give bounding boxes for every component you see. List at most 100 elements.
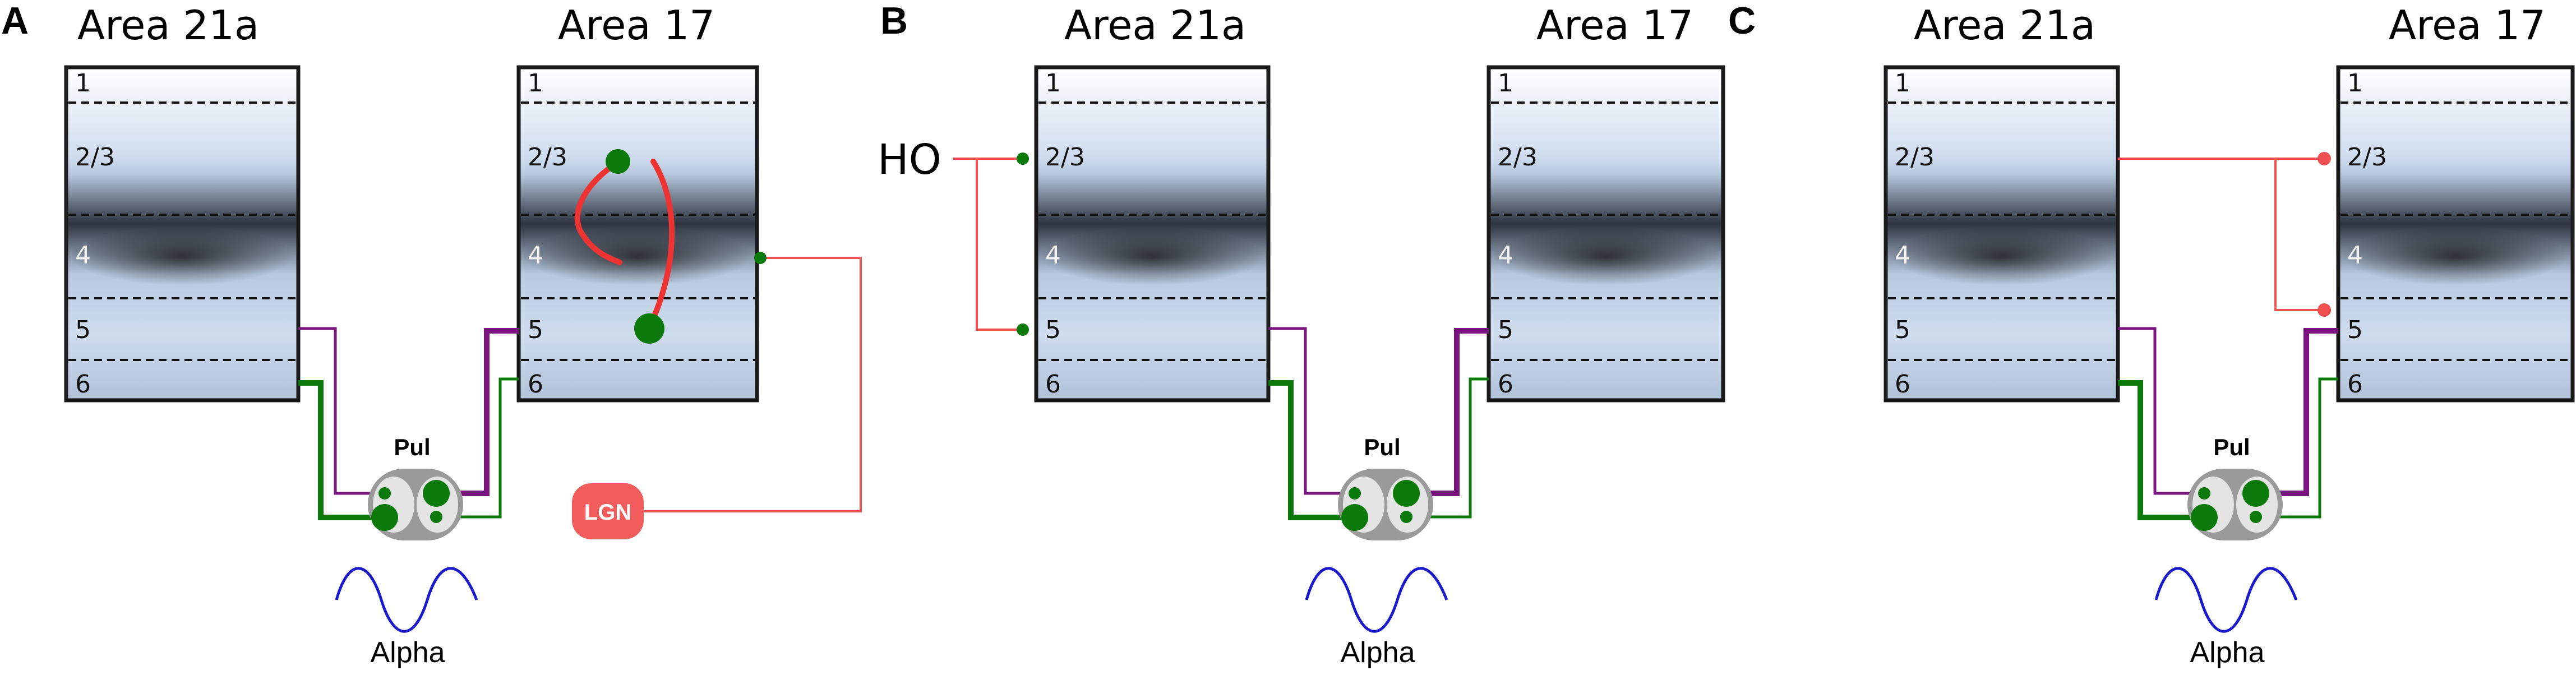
- panel-c-area-21a-layer-label: 5: [1895, 316, 1910, 344]
- panel-c-area-21a-layer-label: 6: [1895, 370, 1910, 399]
- panel-c-pulvinar: Pul: [2187, 434, 2283, 540]
- cortex-blocks: 12/345612/345612/345612/345612/345612/34…: [64, 65, 2575, 403]
- panel-c-area-17-cortex: 1 2/3 4 5 6: [2336, 65, 2575, 403]
- panel-c-pul-node-small-right: [2250, 511, 2262, 523]
- panel-b-area-17-layer4-band: [1493, 227, 1719, 285]
- panel-c-area-21a-layer4-band: [1890, 227, 2113, 285]
- panel-b-pul-label: Pul: [1364, 434, 1400, 460]
- panel-b-area-17-layer-label: 4: [1498, 241, 1513, 270]
- panel-b-ho-label: HO: [878, 136, 941, 184]
- panel-a-area-17-layer4-band: [523, 227, 753, 285]
- panel-b-area-17-cortex: 1 2/3 4 5 6: [1486, 65, 1725, 403]
- panel-c-pul-label: Pul: [2213, 434, 2250, 460]
- panel-b-pul-node-small-right: [1400, 511, 1412, 523]
- panel-a-area-17-title: Area 17: [558, 2, 715, 49]
- panel-c-area-17-layer-label: 4: [2347, 241, 2363, 270]
- panel-c-alpha-wave-icon: [2154, 567, 2298, 633]
- panel-b-l5-terminal: [1017, 323, 1029, 336]
- panel-c-21a-l23-to-17-l5-red: [2274, 159, 2323, 311]
- panel-a-lgn-node: [572, 483, 644, 539]
- panel-c-circuit: Pul Alpha: [2118, 152, 2338, 669]
- panel-b-pul-node-big-left: [1341, 504, 1368, 531]
- panel-a-pul-label: Pul: [394, 434, 430, 460]
- panel-a-area-17-layer-label: 1: [528, 69, 543, 98]
- panel-b-pulvinar: Pul: [1338, 434, 1433, 540]
- panel-b-pul-node-small-left: [1349, 487, 1361, 500]
- panel-a-area-17-layer-label: 5: [528, 316, 543, 344]
- panel-c-17-l6-to-pul-green: [2256, 377, 2338, 519]
- panel-a-17-l6-to-pul-green: [436, 377, 519, 519]
- panel-a-pul-node-big-right: [423, 480, 450, 507]
- panel-c-pul-node-small-left: [2198, 487, 2210, 500]
- panel-letter-c: C: [1728, 0, 1756, 42]
- panel-a-pulvinar: Pul: [368, 434, 463, 540]
- panel-b-area-21a-layer-label: 6: [1045, 370, 1061, 399]
- panel-a-area-17-layer-label: 4: [528, 241, 543, 270]
- panel-a-circuit: Pul Alpha LGN: [298, 149, 862, 669]
- panel-a-21a-l5-to-pul-purple: [298, 327, 385, 495]
- panel-a-l23-l5-curve-red: [648, 159, 675, 328]
- panel-a-area-17-border: [516, 65, 759, 403]
- panel-b-ho-to-l5-red: [976, 159, 1022, 331]
- panel-b-area-17-layer-label: 5: [1498, 316, 1513, 344]
- panel-c-pul-node-big-right: [2242, 480, 2269, 507]
- panel-a-area-21a-layer4-band: [71, 227, 294, 285]
- panel-letter-b: B: [880, 0, 908, 42]
- panel-c-17-l23-terminal: [2318, 152, 2331, 165]
- panel-a-l4-terminal: [754, 252, 767, 264]
- panel-c-area-17-layer-label: 6: [2347, 370, 2363, 399]
- panel-c-area-17-border: [2336, 65, 2575, 403]
- panel-b-circuit: HO Pul Alpha: [878, 136, 1489, 669]
- panel-b-21a-l5-to-pul-purple: [1268, 327, 1355, 495]
- panel-c-17-l5-terminal: [2318, 303, 2331, 317]
- panel-a-pul-to-17-l5-purple: [436, 328, 519, 496]
- panel-b-area-17-layer-label: 2/3: [1498, 143, 1538, 172]
- panel-a-lgn-to-17-l4-red: [644, 257, 862, 512]
- panel-c-alpha-label: Alpha: [2190, 636, 2265, 669]
- panel-c-area-17-layer-label: 5: [2347, 316, 2363, 344]
- panel-a-area-17-layer-label: 2/3: [528, 143, 567, 172]
- panel-a-area-21a-title: Area 21a: [77, 2, 259, 49]
- panel-b-area-21a-border: [1034, 65, 1271, 403]
- panel-a-alpha-label: Alpha: [371, 636, 445, 669]
- panel-b-area-17-layer-label: 6: [1498, 370, 1513, 399]
- panel-a-area-17-layer-label: 6: [528, 370, 543, 399]
- panel-c-area-21a-layer-label: 4: [1895, 241, 1910, 270]
- panel-c-21a-l5-to-pul-purple: [2118, 327, 2204, 495]
- panel-b-area-21a-layer-label: 4: [1045, 241, 1061, 270]
- panel-a-area-21a-border: [64, 65, 301, 403]
- panel-a-alpha-wave-icon: [335, 567, 478, 633]
- panel-a-21a-l6-to-pul-green: [298, 380, 385, 520]
- panel-c-area-21a-border: [1883, 65, 2120, 403]
- panel-c-area-17-layer-label: 2/3: [2347, 143, 2387, 172]
- panel-a-pul-node-big-left: [371, 504, 398, 531]
- panel-a-area-21a-layer-label: 1: [75, 69, 91, 98]
- panel-c-pul-node-big-left: [2191, 504, 2218, 531]
- panel-a-lgn-label: LGN: [584, 500, 631, 525]
- panel-b-pul-to-17-l5-purple: [1406, 328, 1489, 496]
- panel-a-l23-neuron: [606, 149, 630, 174]
- panel-a-l5-neuron: [634, 313, 664, 344]
- panel-a-area-21a-layer-label: 4: [75, 241, 91, 270]
- panel-b-alpha-label: Alpha: [1341, 636, 1415, 669]
- panel-b-21a-l6-to-pul-green: [1268, 380, 1355, 520]
- panel-a-area-21a-layer-label: 2/3: [75, 143, 115, 172]
- panel-c-area-17-layer-label: 1: [2347, 69, 2363, 98]
- panel-c-area-21a-title: Area 21a: [1914, 2, 2095, 49]
- panel-a-area-21a-layer-label: 6: [75, 370, 91, 399]
- panel-b-area-21a-layer-label: 1: [1045, 69, 1061, 98]
- panel-b-area-21a-title: Area 21a: [1064, 2, 1246, 49]
- panel-a-l23-l4-curve-red: [574, 159, 622, 265]
- panel-c-area-17-title: Area 17: [2389, 2, 2546, 49]
- panel-b-pul-node-big-right: [1393, 480, 1420, 507]
- panel-b-area-21a-layer-label: 2/3: [1045, 143, 1085, 172]
- panel-c-area-17-layer4-band: [2343, 227, 2568, 285]
- panel-c-21a-l6-to-pul-green: [2118, 380, 2204, 520]
- panel-b-area-17-title: Area 17: [1536, 2, 1693, 49]
- panel-a-area-17-cortex: 1 2/3 4 5 6: [516, 65, 759, 403]
- panel-b-area-17-layer-label: 1: [1498, 69, 1513, 98]
